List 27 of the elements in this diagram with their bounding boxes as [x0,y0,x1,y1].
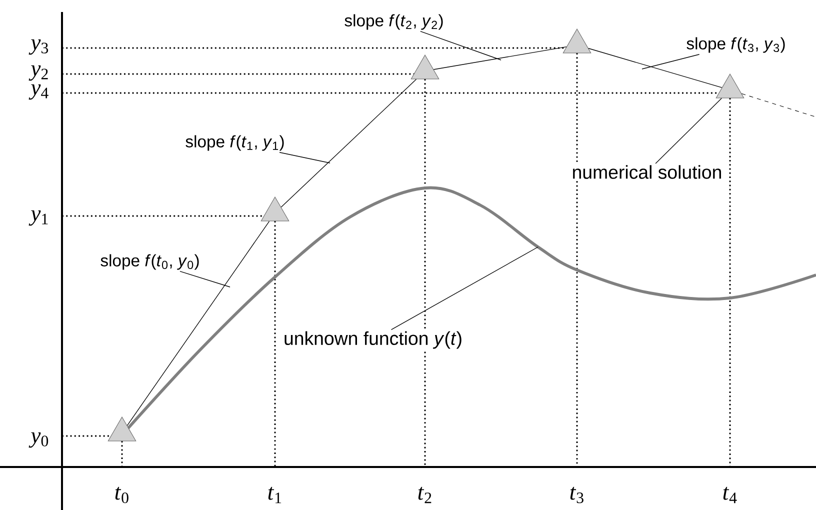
leader-line [420,31,502,60]
axis-label: t$_{4}$ [723,486,737,504]
leader-line [390,246,538,330]
axis-label: t$_{1}$ [268,486,282,504]
leader-line [655,98,722,164]
text-label: slope f(t$_{1}$, y$_{1}$) [184,134,286,152]
leader-line [642,54,700,70]
axis-label: y$_{4}$ [28,84,48,100]
extension-line [741,93,816,118]
axis-label: t$_{2}$ [418,486,432,504]
text-label: numerical solution [570,164,724,180]
text-label: slope f(t$_{2}$, y$_{2}$) [342,12,446,32]
leader-line [279,152,330,164]
solution-line [126,220,270,426]
leader-line [180,271,230,288]
axis-label: y$_{0}$ [28,432,48,448]
solution-line [280,78,417,208]
axis-label: t$_{0}$ [115,486,128,504]
text-label: unknown function y(t) [282,330,464,350]
solution-line [588,48,722,88]
axis-label: t$_{3}$ [570,486,584,504]
axis-label: y$_{1}$ [28,210,48,226]
text-label: slope f(t$_{0}$, y$_{0}$) [98,252,202,272]
axis-label: y$_{2}$ [28,65,48,81]
axis-label: y$_{3}$ [28,39,48,55]
text-label: slope f(t$_{3}$, y$_{3}$) [684,36,788,54]
solution-line [433,46,567,70]
